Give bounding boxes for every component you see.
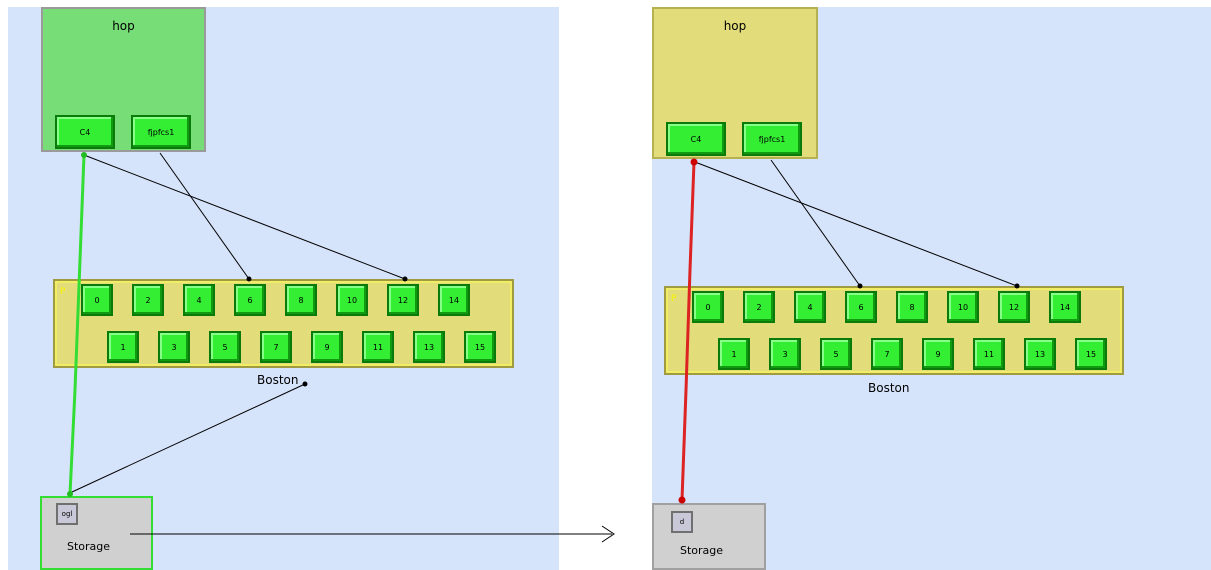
left-switch-port-11[interactable]: 11 xyxy=(362,331,394,363)
left-storage-label: Storage xyxy=(67,540,111,553)
right-switch-port-5[interactable]: 5 xyxy=(820,338,852,370)
right-switch-port-14[interactable]: 14 xyxy=(1049,291,1081,323)
right-switch-port-10[interactable]: 10 xyxy=(947,291,979,323)
right-switch-port-15[interactable]: 15 xyxy=(1075,338,1107,370)
transition-arrowhead xyxy=(601,525,615,543)
left-switch-port-4[interactable]: 4 xyxy=(183,284,215,316)
left-switch-port-13[interactable]: 13 xyxy=(413,331,445,363)
right-switch-port-11[interactable]: 11 xyxy=(973,338,1005,370)
left-switch-port-0[interactable]: 0 xyxy=(81,284,113,316)
left-switch-port-6[interactable]: 6 xyxy=(234,284,266,316)
right-switch-label: Boston xyxy=(868,381,910,395)
left-switch-port-8[interactable]: 8 xyxy=(285,284,317,316)
left-storage-node[interactable]: ogl Storage xyxy=(40,496,153,570)
right-storage-label: Storage xyxy=(680,544,724,557)
right-hop-port-fjpfcs1[interactable]: fjpfcs1 xyxy=(742,122,802,156)
left-switch-port-5[interactable]: 5 xyxy=(209,331,241,363)
left-switch-port-10[interactable]: 10 xyxy=(336,284,368,316)
left-switch-port-15[interactable]: 15 xyxy=(464,331,496,363)
left-switch-port-12[interactable]: 12 xyxy=(387,284,419,316)
right-switch-port-9[interactable]: 9 xyxy=(922,338,954,370)
left-switch-port-1[interactable]: 1 xyxy=(107,331,139,363)
right-switch-p-mark: P xyxy=(671,294,677,304)
right-storage-icon[interactable]: d xyxy=(671,511,693,533)
left-hop-title: hop xyxy=(112,19,135,33)
left-hop-port-c4[interactable]: C4 xyxy=(55,115,115,149)
right-switch-port-6[interactable]: 6 xyxy=(845,291,877,323)
left-switch-port-7[interactable]: 7 xyxy=(260,331,292,363)
right-storage-node[interactable]: d Storage xyxy=(652,503,766,570)
left-hop-node[interactable]: hop C4 fjpfcs1 xyxy=(41,7,206,152)
right-hop-title: hop xyxy=(723,19,747,33)
right-switch-port-7[interactable]: 7 xyxy=(871,338,903,370)
right-switch-port-1[interactable]: 1 xyxy=(718,338,750,370)
right-hop-port-c4[interactable]: C4 xyxy=(666,122,726,156)
left-switch-port-9[interactable]: 9 xyxy=(311,331,343,363)
right-switch-port-3[interactable]: 3 xyxy=(769,338,801,370)
right-switch-port-0[interactable]: 0 xyxy=(692,291,724,323)
left-switch-label: Boston xyxy=(257,373,299,387)
left-switch-port-2[interactable]: 2 xyxy=(132,284,164,316)
right-switch-port-4[interactable]: 4 xyxy=(794,291,826,323)
left-switch-p-mark: P xyxy=(60,287,66,297)
right-switch-port-2[interactable]: 2 xyxy=(743,291,775,323)
right-hop-node[interactable]: hop C4 fjpfcs1 xyxy=(652,7,818,159)
left-switch-port-14[interactable]: 14 xyxy=(438,284,470,316)
left-storage-icon[interactable]: ogl xyxy=(56,503,78,525)
left-hop-port-fjpfcs1[interactable]: fjpfcs1 xyxy=(131,115,191,149)
right-switch-port-12[interactable]: 12 xyxy=(998,291,1030,323)
left-switch-port-3[interactable]: 3 xyxy=(158,331,190,363)
right-switch-port-8[interactable]: 8 xyxy=(896,291,928,323)
right-switch-port-13[interactable]: 13 xyxy=(1024,338,1056,370)
